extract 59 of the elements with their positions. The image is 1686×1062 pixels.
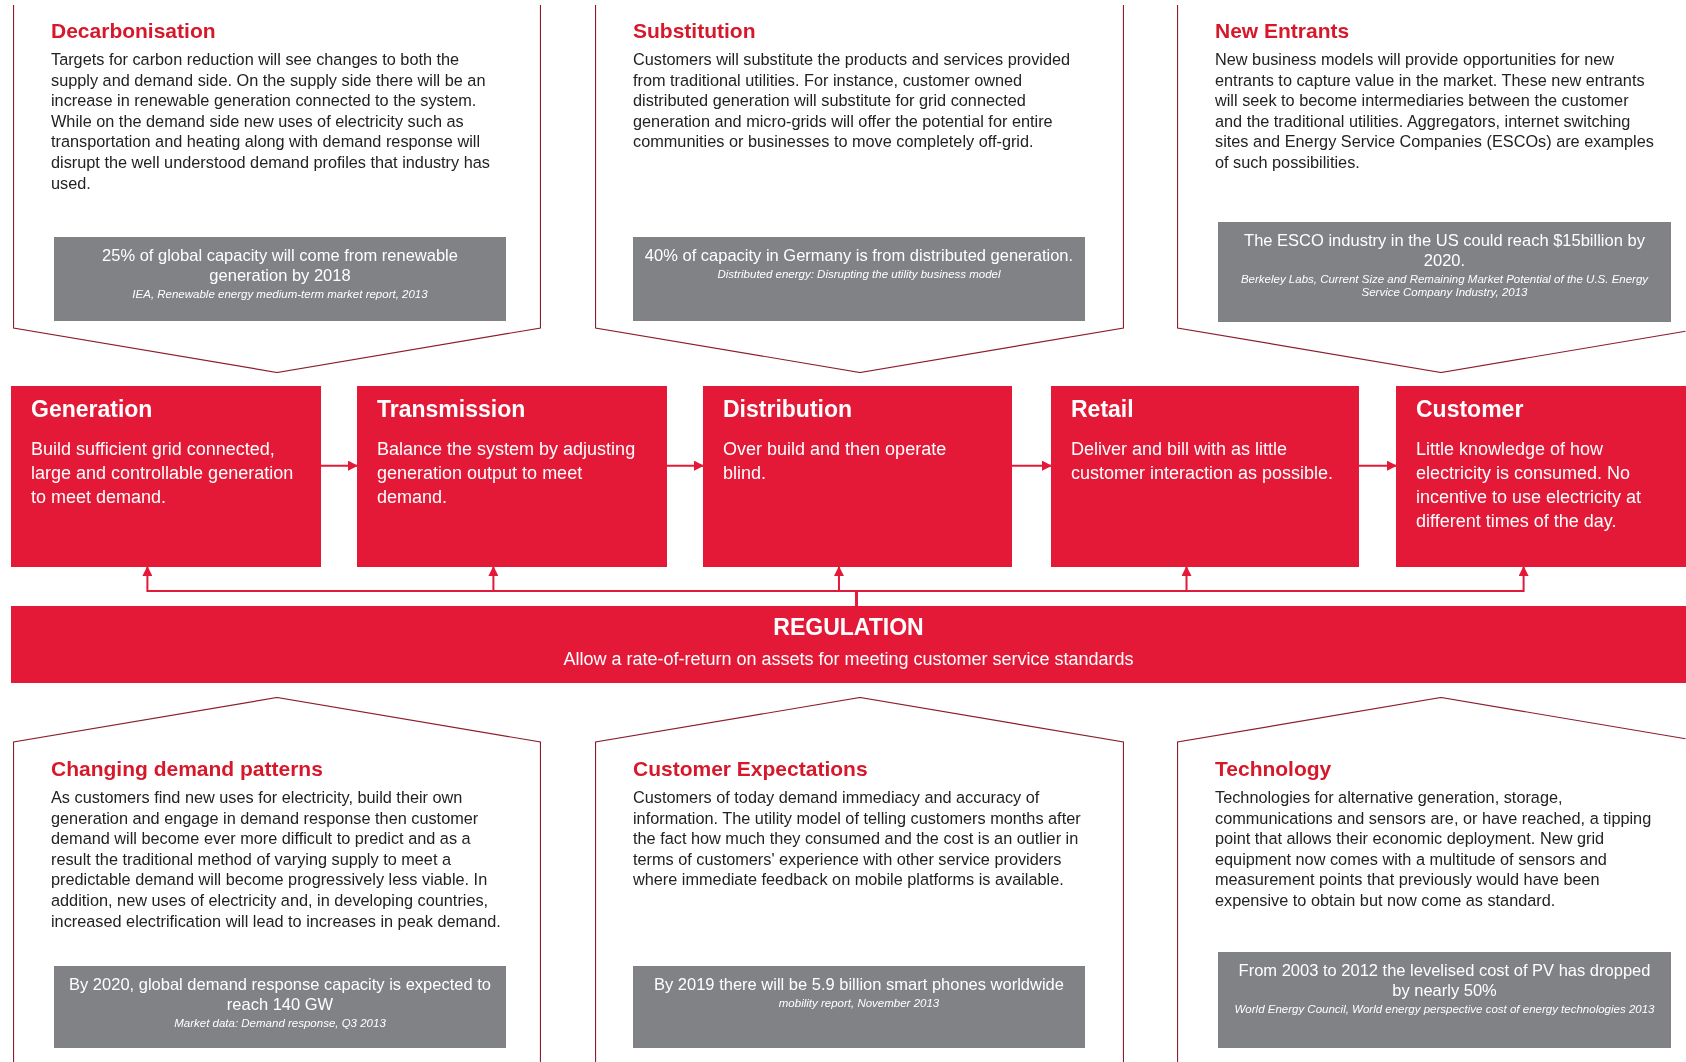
source-citation: Distributed energy: Disrupting the utility business model [716,268,1002,281]
statistic-text: By 2020, global demand response capacity is expected to reach 140 GW [68,974,492,1014]
value-chain-box [1051,386,1359,567]
pentagon-panel [1177,5,1686,373]
box-heading: Transmission [377,396,527,423]
panel-heading: Technology [1215,757,1332,781]
panel-text: Customers will substitute the products and services provided from traditional utilities. For instance, customer owned distributed generation will substitute for grid connected generation and micro-grids will offer the potential for entire communities or businesses to move completely off-grid. [633,49,1072,152]
regulation-heading: REGULATION [772,614,925,641]
value-chain-box [357,386,667,567]
statistic-text: 25% of global capacity will come from renewable generation by 2018 [101,245,459,285]
box-heading: Retail [1071,396,1135,423]
regulation-bar [11,606,1686,683]
statistic-box [1218,952,1671,1048]
source-citation: Berkeley Labs, Current Size and Remaining Market Potential of the U.S. Energy Service Company Industry, 2013 [1239,273,1650,299]
pentagon-panel [13,5,541,373]
panel-heading: Substitution [633,19,756,43]
box-heading: Generation [31,396,154,423]
regulation-text: Allow a rate-of-return on assets for meeting customer service standards [562,649,1135,670]
statistic-box [1218,222,1671,322]
box-text: Little knowledge of how electricity is consumed. No incentive to use electricity at different times of the day. [1416,438,1643,533]
value-chain-box [1396,386,1686,567]
pentagon-panel [595,697,1124,1062]
box-heading: Distribution [723,396,854,423]
arrow [1011,460,1052,471]
pentagon-panel [1177,697,1686,1062]
panel-text: Customers of today demand immediacy and accuracy of information. The utility model of telling customers months after the fact how much they consumed and the cost is an outlier in terms of customers' experience with other service providers where immediate feedback on mobile platforms is available. [633,787,1082,890]
box-text: Over build and then operate blind. [723,438,948,485]
source-citation: Market data: Demand response, Q3 2013 [173,1017,387,1030]
source-citation: World Energy Council, World energy perspective cost of energy technologies 2013 [1233,1003,1656,1016]
box-heading: Customer [1416,396,1525,423]
panel-text: New business models will provide opportunities for new entrants to capture value in the market. These new entrants will seek to become intermediaries between the customer and the traditional utilities. Aggregators, internet switching sites and Energy Service Companies (ESCOs) are examples of such possibilities. [1215,49,1655,173]
panel-text: As customers find new uses for electricity, build their own generation and engage in demand response then customer demand will become ever more difficult to predict and as a result the traditional method of varying supply to meet a predictable demand will become progressively less viable. In addition, new uses of electricity and, in developing countries, increased electrification will lead to increases in peak demand. [51,787,502,932]
arrow [1358,460,1397,471]
statistic-box [54,966,506,1048]
source-citation: IEA, Renewable energy medium-term market report, 2013 [131,288,429,301]
pentagon-panel [595,5,1124,373]
box-text: Balance the system by adjusting generation output to meet demand. [377,438,637,509]
arrow [666,460,704,471]
panel-text: Technologies for alternative generation, storage, communications and sensors are, or have reached, a tipping point that allows their economic deployment. New grid equipment now comes with a multitude of sensors and measurement points that previously would have been expensive to obtain but now come as standard. [1215,787,1653,911]
statistic-text: By 2019 there will be 5.9 billion smart phones worldwide [653,974,1065,994]
arrow [320,460,358,471]
value-chain-box [11,386,321,567]
panel-heading: New Entrants [1215,19,1350,43]
box-text: Deliver and bill with as little customer interaction as possible. [1071,438,1335,485]
panel-heading: Decarbonisation [51,19,216,43]
statistic-box [633,966,1085,1048]
statistic-box [633,237,1085,321]
box-text: Build sufficient grid connected, large and controllable generation to meet demand. [31,438,295,509]
arrow [855,566,1529,607]
panel-heading: Changing demand patterns [51,757,323,781]
value-chain-box [703,386,1012,567]
panel-heading: Customer Expectations [633,757,868,781]
statistic-text: The ESCO industry in the US could reach $15billion by 2020. [1243,230,1646,270]
panel-text: Targets for carbon reduction will see changes to both the supply and demand side. On the supply side there will be an increase in renewable generation connected to the system. While on the demand side new uses of electricity such as transportation and heating along with demand response will disrupt the well understood demand profiles that industry has used. [51,49,491,194]
statistic-box [54,237,506,321]
source-citation: mobility report, November 2013 [777,997,941,1010]
statistic-text: 40% of capacity in Germany is from distributed generation. [643,245,1075,265]
statistic-text: From 2003 to 2012 the levelised cost of PV has dropped by nearly 50% [1237,960,1652,1000]
pentagon-panel [13,697,541,1062]
